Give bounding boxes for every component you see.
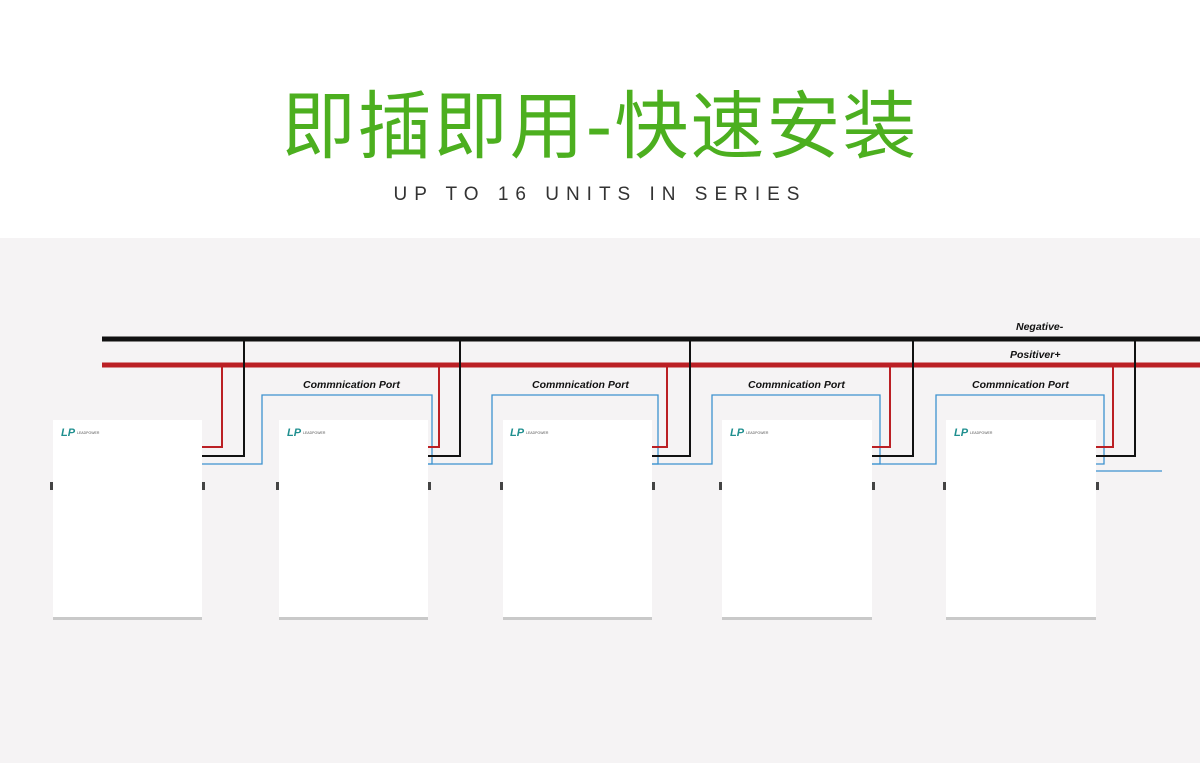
brand-name: LEADPOWER bbox=[526, 431, 549, 435]
battery-unit-body bbox=[279, 420, 428, 617]
battery-handle-right bbox=[872, 482, 875, 490]
battery-unit-shadow bbox=[503, 617, 652, 620]
positive-bus-label: Positiver+ bbox=[1010, 349, 1061, 361]
negative-cable-2 bbox=[428, 339, 461, 457]
negative-bus-label: Negative- bbox=[1016, 321, 1064, 333]
battery-handle-left bbox=[943, 482, 946, 490]
battery-unit-body bbox=[503, 420, 652, 617]
positive-cable-4 bbox=[872, 365, 891, 448]
battery-handle-right bbox=[652, 482, 655, 490]
brand-name: LEADPOWER bbox=[746, 431, 769, 435]
brand-name: LEADPOWER bbox=[77, 431, 100, 435]
battery-unit-2: LP LEADPOWER bbox=[276, 339, 659, 620]
battery-unit-shadow bbox=[722, 617, 872, 620]
comm-port-label-2: Commnication Port bbox=[532, 379, 629, 391]
negative-cable-4 bbox=[872, 339, 914, 457]
positive-cable-5 bbox=[1096, 365, 1114, 448]
positive-cable-3 bbox=[652, 365, 668, 448]
negative-cable-5 bbox=[1096, 339, 1136, 457]
comm-port-label-4: Commnication Port bbox=[972, 379, 1069, 391]
battery-unit-1: LP LEADPOWER bbox=[50, 339, 433, 620]
battery-unit-shadow bbox=[279, 617, 428, 620]
battery-handle-left bbox=[719, 482, 722, 490]
positive-cable-1 bbox=[202, 365, 223, 448]
brand-logo: LP bbox=[730, 427, 745, 439]
battery-unit-5: LP LEADPOWER bbox=[943, 339, 1162, 620]
negative-cable-3 bbox=[652, 339, 691, 457]
comm-port-label-3: Commnication Port bbox=[748, 379, 845, 391]
battery-handle-left bbox=[50, 482, 53, 490]
page-subtitle: UP TO 16 UNITS IN SERIES bbox=[393, 184, 807, 205]
brand-logo: LP bbox=[510, 427, 525, 439]
battery-unit-body bbox=[722, 420, 872, 617]
battery-unit-4: LP LEADPOWER bbox=[719, 339, 1105, 620]
negative-cable-1 bbox=[202, 339, 245, 457]
header: 即插即用-快速安装 UP TO 16 UNITS IN SERIES bbox=[0, 0, 1200, 238]
battery-unit-body bbox=[946, 420, 1096, 617]
battery-handle-right bbox=[202, 482, 205, 490]
battery-unit-shadow bbox=[946, 617, 1096, 620]
brand-name: LEADPOWER bbox=[303, 431, 326, 435]
wiring-diagram: Negative- Positiver+ LP LEADPOWER LP LEA… bbox=[0, 238, 1200, 763]
positive-cable-2 bbox=[428, 365, 440, 448]
battery-unit-body bbox=[53, 420, 202, 617]
battery-unit-shadow bbox=[53, 617, 202, 620]
page-title: 即插即用-快速安装 bbox=[281, 84, 919, 170]
battery-handle-left bbox=[276, 482, 279, 490]
battery-unit-3: LP LEADPOWER bbox=[500, 339, 881, 620]
battery-handle-left bbox=[500, 482, 503, 490]
battery-handle-right bbox=[1096, 482, 1099, 490]
comm-cable-4 bbox=[872, 394, 1105, 465]
brand-logo: LP bbox=[954, 427, 969, 439]
battery-handle-right bbox=[428, 482, 431, 490]
brand-logo: LP bbox=[61, 427, 76, 439]
brand-name: LEADPOWER bbox=[970, 431, 993, 435]
wiring-diagram-svg: Negative- Positiver+ LP LEADPOWER LP LEA… bbox=[50, 321, 1200, 620]
brand-logo: LP bbox=[287, 427, 302, 439]
comm-port-label-1: Commnication Port bbox=[303, 379, 400, 391]
